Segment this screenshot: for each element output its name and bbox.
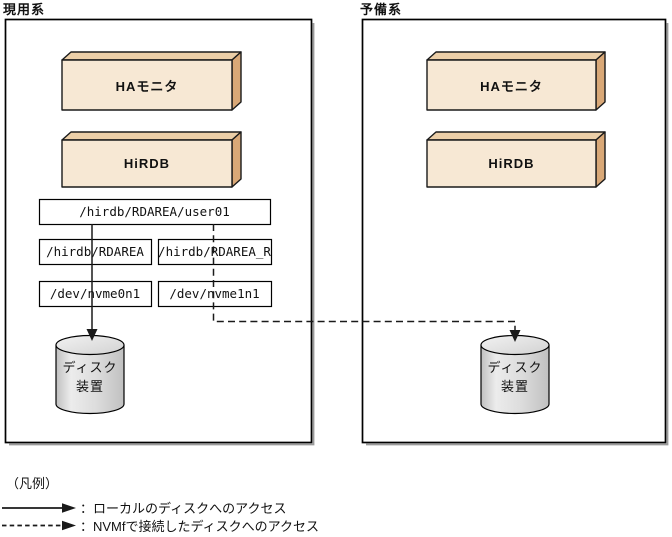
cylinder-body <box>480 345 550 415</box>
box-front-face <box>61 59 233 111</box>
symlink-local-box <box>38 238 153 266</box>
box-top-face <box>61 131 242 141</box>
device-local-label: /dev/nvme0n1 <box>49 286 141 301</box>
box-side-face <box>231 131 242 188</box>
ha-monitor-box-active <box>61 51 242 111</box>
rdarea-file-label: /hirdb/RDAREA/user01 <box>79 204 230 219</box>
box-side-face <box>595 131 606 188</box>
box-top-face <box>426 131 606 141</box>
box-front-face <box>61 139 233 188</box>
disk-label-line2: 装置 <box>75 379 104 394</box>
disk-label-line1: ディスク <box>62 360 118 375</box>
disk-cylinder-active <box>55 334 125 415</box>
box-top-face <box>426 51 606 61</box>
active-system-label: 現用系 <box>3 2 46 17</box>
symlink-remote-label: /hirdb/RDAREA_R <box>158 244 271 259</box>
standby-system-label: 予備系 <box>360 2 403 17</box>
ha-monitor-label-standby: HAモニタ <box>480 78 543 94</box>
hirdb-box-standby <box>426 131 606 188</box>
disk-cylinder-standby <box>480 334 550 415</box>
legend-item-nvmf-label: ：NVMfで接続したディスクへのアクセス <box>80 518 319 534</box>
hirdb-label-active: HiRDB <box>123 156 171 171</box>
disk-label-line2: 装置 <box>500 379 529 394</box>
symlink-local-label: /hirdb/RDAREA <box>46 244 144 259</box>
box-front-face <box>426 59 597 111</box>
box-side-face <box>595 51 606 111</box>
cylinder-top <box>480 334 550 356</box>
cylinder-body <box>55 345 125 415</box>
legend-dashed-arrowhead <box>62 520 76 531</box>
box-front-face <box>426 139 597 188</box>
rdarea-file-box <box>38 198 272 226</box>
active-container-shadow <box>9 23 315 446</box>
standby-container-shadow <box>366 23 669 446</box>
disk-label-active: ディスク 装置 <box>52 358 128 396</box>
device-local-box <box>38 280 153 308</box>
cylinder-top <box>55 334 125 356</box>
box-top-face <box>61 51 242 61</box>
legend-item-local-label: ：ローカルのディスクへのアクセス <box>80 501 287 516</box>
legend-title: （凡例） <box>6 476 59 491</box>
hirdb-label-standby: HiRDB <box>488 156 535 171</box>
device-remote-label: /dev/nvme1n1 <box>169 286 260 301</box>
legend-solid-arrowhead <box>62 503 76 513</box>
hirdb-box-active <box>61 131 242 188</box>
disk-label-line1: ディスク <box>487 360 543 375</box>
box-side-face <box>231 51 242 111</box>
disk-label-standby: ディスク 装置 <box>477 358 553 396</box>
ha-monitor-box-standby <box>426 51 606 111</box>
ha-monitor-label-active: HAモニタ <box>115 78 179 94</box>
